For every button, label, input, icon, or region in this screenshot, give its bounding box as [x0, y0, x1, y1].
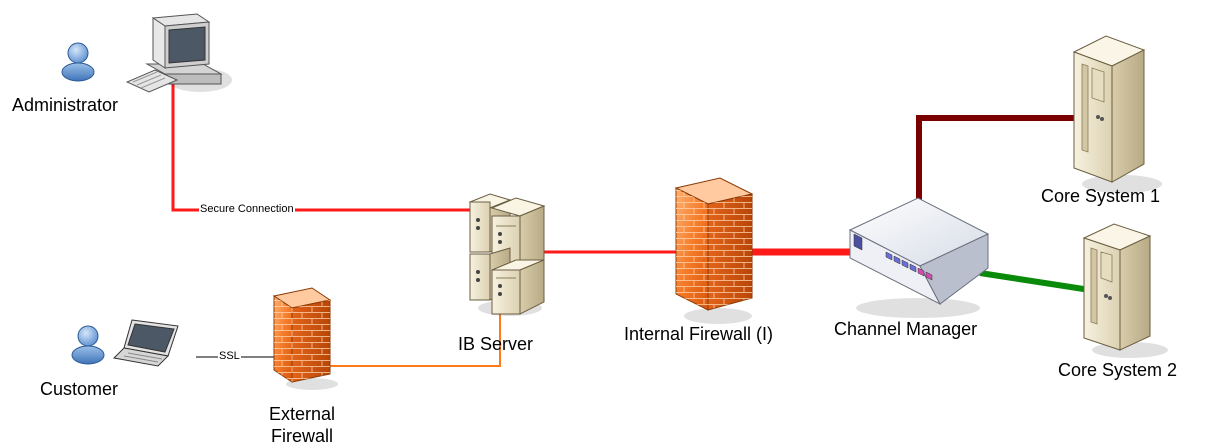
tower-server-icon	[1082, 223, 1168, 358]
tower-server-icon	[1072, 35, 1162, 193]
ib-server-label: IB Server	[458, 334, 534, 354]
channel-to-core2-line	[979, 270, 1091, 293]
core-system-2-label: Core System 2	[1058, 360, 1178, 380]
administrator-label: Administrator	[12, 95, 119, 115]
channel-manager-label: Channel Manager	[834, 319, 978, 339]
desktop-computer-icon	[125, 13, 232, 93]
external-firewall-to-ib-line	[330, 310, 501, 367]
server-rack-icon	[468, 193, 546, 316]
external-firewall-label-line1: External	[268, 404, 336, 424]
core-system-1-label: Core System 1	[1041, 186, 1161, 206]
network-switch-icon	[848, 197, 990, 318]
user-icon	[71, 325, 105, 365]
laptop-icon	[112, 319, 179, 367]
secure-connection-label: Secure Connection	[199, 203, 295, 216]
external-firewall-label-line2: Firewall	[270, 426, 333, 446]
secure-connection-line	[171, 62, 474, 212]
user-icon	[61, 42, 95, 82]
ssl-label: SSL	[218, 350, 241, 363]
customer-label: Customer	[40, 379, 119, 399]
firewall-icon	[674, 177, 754, 324]
firewall-icon	[272, 287, 338, 390]
internal-firewall-label: Internal Firewall (I)	[624, 324, 774, 344]
